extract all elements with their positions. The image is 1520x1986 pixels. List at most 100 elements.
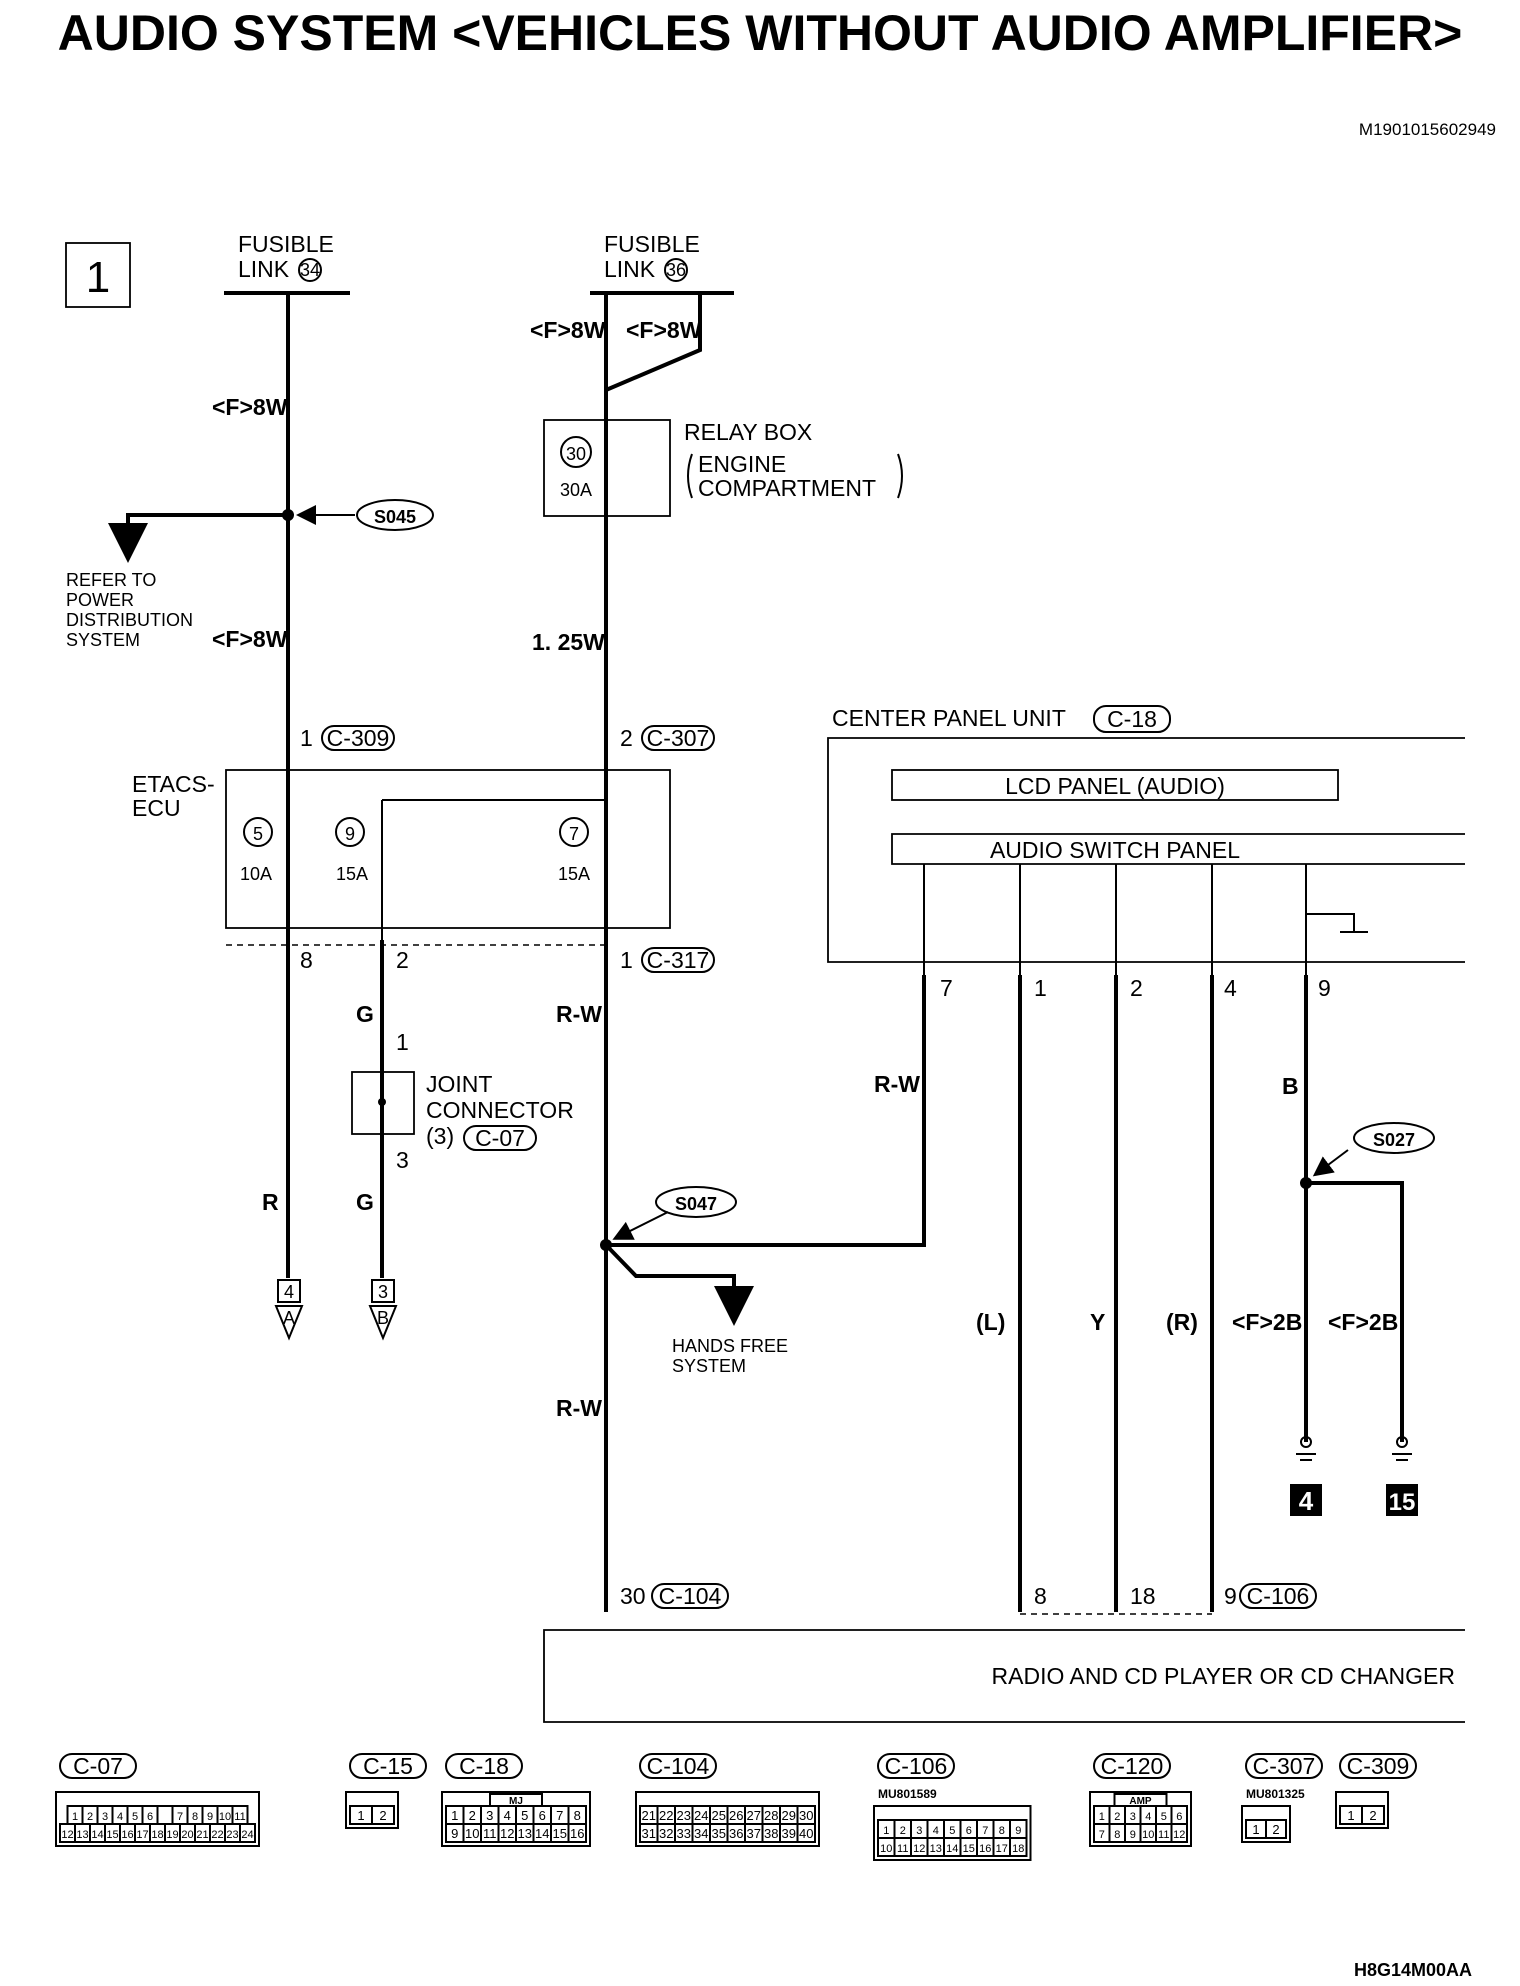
svg-text:LINK: LINK: [604, 256, 656, 282]
connector-pin-cell: [796, 1823, 816, 1843]
connector-pin-number: 9: [451, 1826, 458, 1841]
svg-text:S045: S045: [374, 507, 416, 527]
connector-pin-number: 17: [136, 1829, 148, 1841]
connector-view-name: C-18: [459, 1753, 509, 1779]
connector-pin-number: 10: [1142, 1829, 1154, 1841]
connector-view-name-frame: [1339, 1753, 1417, 1779]
connector-pin-number: 15: [553, 1826, 567, 1841]
connector-pin-number: 22: [659, 1808, 673, 1823]
connector-pin-cell: [567, 1823, 587, 1843]
connector-housing: [635, 1791, 820, 1847]
splice-s045: S045: [356, 499, 434, 531]
connector-pin-number: 14: [91, 1829, 103, 1841]
connector-pin-number: 31: [642, 1826, 656, 1841]
svg-text:POWER: POWER: [66, 590, 134, 610]
svg-text:4: 4: [1299, 1486, 1314, 1516]
fusible-link-36: FUSIBLE LINK 36: [590, 231, 734, 295]
connector-pin-number: 21: [196, 1829, 208, 1841]
connector-view-name: C-309: [1347, 1753, 1410, 1779]
svg-text:9: 9: [1224, 1583, 1237, 1609]
connector-pin-number: 5: [132, 1811, 138, 1823]
svg-text:34: 34: [300, 260, 320, 280]
svg-text:LINK: LINK: [238, 256, 290, 282]
connector-pin-number: 11: [483, 1826, 497, 1841]
connector-pin-number: 16: [570, 1826, 584, 1841]
svg-text:C-106: C-106: [1247, 1583, 1310, 1609]
connector-pin-number: 12: [61, 1829, 73, 1841]
svg-text:B: B: [377, 1308, 389, 1328]
connector-pin-number: 34: [694, 1826, 708, 1841]
svg-text:4: 4: [1224, 975, 1237, 1001]
connector-pin-number: 32: [659, 1826, 673, 1841]
connector-pin-number: 33: [677, 1826, 691, 1841]
connector-pin-number: 11: [234, 1811, 245, 1823]
svg-text:COMPARTMENT: COMPARTMENT: [698, 475, 876, 501]
svg-text:<F>8W: <F>8W: [530, 317, 606, 343]
radio-cd-unit: 30 C-104 8 18 9 C-106 RADIO AND CD PLAYE…: [543, 1583, 1465, 1723]
connector-pin-cell: [156, 1805, 174, 1825]
svg-text:15: 15: [1389, 1489, 1416, 1516]
connector-pin-cell: [239, 1823, 256, 1843]
svg-text:5: 5: [253, 824, 263, 844]
ground-4: 4: [1290, 1436, 1322, 1516]
connector-pin-number: 6: [1176, 1811, 1182, 1823]
svg-text:C-307: C-307: [647, 725, 710, 751]
connector-pin-number: 30: [799, 1808, 813, 1823]
connector-pin-number: 1: [72, 1811, 78, 1823]
connector-pin-number: 4: [933, 1825, 939, 1837]
svg-text:(L): (L): [976, 1309, 1005, 1335]
svg-text:R-W: R-W: [556, 1395, 602, 1421]
wire-fl36-branch: <F>8W <F>8W 1. 25W: [530, 293, 702, 1612]
connector-pin-cell: [1265, 1819, 1287, 1839]
svg-text:R-W: R-W: [874, 1071, 920, 1097]
svg-text:G: G: [356, 1189, 374, 1215]
connector-pin-cell: [1361, 1805, 1385, 1825]
svg-text:3: 3: [378, 1282, 388, 1302]
svg-text:ENGINE: ENGINE: [698, 451, 786, 477]
svg-text:C-309: C-309: [327, 725, 390, 751]
connector-pin-number: 18: [151, 1829, 163, 1841]
wire-fl34-branch: <F>8W <F>8W: [108, 293, 355, 740]
connector-pin-number: 7: [982, 1825, 988, 1837]
svg-text:C-18: C-18: [1107, 706, 1157, 732]
svg-text:C-317: C-317: [647, 947, 710, 973]
connector-pin-number: 2: [87, 1811, 93, 1823]
connector-housing: [345, 1791, 399, 1829]
connector-pin-number: 7: [177, 1811, 183, 1823]
svg-text:<F>2B: <F>2B: [1232, 1309, 1302, 1335]
connector-pin-number: 16: [979, 1843, 991, 1855]
svg-text:30: 30: [566, 444, 586, 464]
connector-pin-number: 13: [76, 1829, 88, 1841]
connector-housing: [55, 1791, 260, 1847]
svg-text:R: R: [262, 1189, 279, 1215]
svg-text:15A: 15A: [336, 864, 368, 884]
connector-pin-number: 1: [883, 1825, 889, 1837]
svg-text:1: 1: [396, 1029, 409, 1055]
wire-ground: B <F>2B <F>2B S027: [1232, 975, 1435, 1442]
svg-text:8: 8: [300, 947, 313, 973]
ground-15: 15: [1386, 1436, 1418, 1516]
svg-text:SYSTEM: SYSTEM: [66, 630, 140, 650]
svg-text:S047: S047: [675, 1194, 717, 1214]
svg-text:A: A: [283, 1308, 295, 1328]
svg-text:JOINT: JOINT: [426, 1071, 492, 1097]
connector-pin-number: 1: [357, 1808, 364, 1823]
svg-text:LCD PANEL (AUDIO): LCD PANEL (AUDIO): [1005, 773, 1225, 799]
connector-pin-number: 12: [500, 1826, 514, 1841]
connector-pin-number: 3: [916, 1825, 922, 1837]
connector-pin-number: 2: [1369, 1808, 1376, 1823]
connector-pin-number: 9: [207, 1811, 213, 1823]
connector-view-name-frame: [1093, 1753, 1171, 1779]
connector-key-tag: MJ: [509, 1796, 523, 1807]
connector-pin-cell: [371, 1805, 395, 1825]
connector-pin-number: 12: [913, 1843, 925, 1855]
connector-pin-number: 8: [574, 1808, 581, 1823]
connector-pin-number: 3: [486, 1808, 493, 1823]
svg-text:G: G: [356, 1001, 374, 1027]
connector-view-name-frame: [59, 1753, 137, 1779]
connector-pin-number: 4: [1145, 1811, 1151, 1823]
connector-housing: [1089, 1791, 1192, 1847]
fusible-link-34: FUSIBLE LINK 34: [224, 231, 350, 295]
offpage-connector-a: 4 A: [274, 1279, 304, 1341]
connector-pin-number: 1: [1099, 1811, 1105, 1823]
